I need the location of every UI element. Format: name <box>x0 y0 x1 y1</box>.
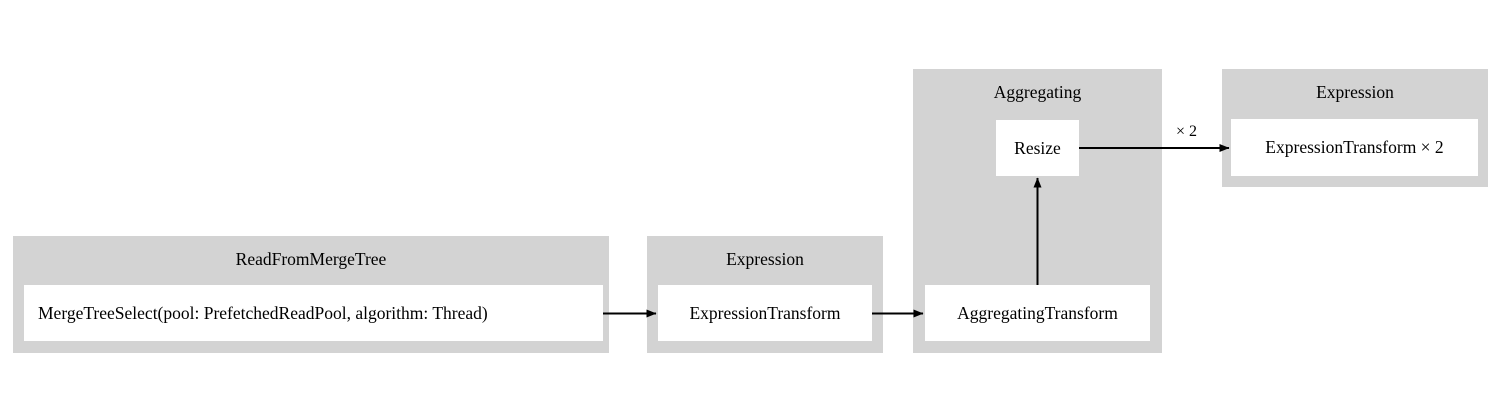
node-label-merge-tree-select: MergeTreeSelect(pool: PrefetchedReadPool… <box>38 302 488 323</box>
edge-label-resize-to-expression-transform-x2: × 2 <box>1176 123 1198 140</box>
node-merge-tree-select[interactable]: MergeTreeSelect(pool: PrefetchedReadPool… <box>24 285 603 341</box>
node-label-expression-transform: ExpressionTransform <box>689 302 841 323</box>
node-resize[interactable]: Resize <box>996 120 1079 176</box>
node-aggregating-transform[interactable]: AggregatingTransform <box>925 285 1150 341</box>
cluster-label-read-from-merge-tree: ReadFromMergeTree <box>235 249 387 269</box>
cluster-label-expression-1: Expression <box>726 249 804 269</box>
node-label-resize: Resize <box>1014 137 1061 158</box>
node-label-expression-transform-x2: ExpressionTransform × 2 <box>1265 137 1444 157</box>
node-expression-transform-x2[interactable]: ExpressionTransform × 2 <box>1231 119 1478 176</box>
cluster-label-aggregating: Aggregating <box>993 82 1082 102</box>
cluster-label-expression-2: Expression <box>1316 82 1394 102</box>
node-label-aggregating-transform: AggregatingTransform <box>957 302 1118 323</box>
node-expression-transform[interactable]: ExpressionTransform <box>658 285 872 341</box>
